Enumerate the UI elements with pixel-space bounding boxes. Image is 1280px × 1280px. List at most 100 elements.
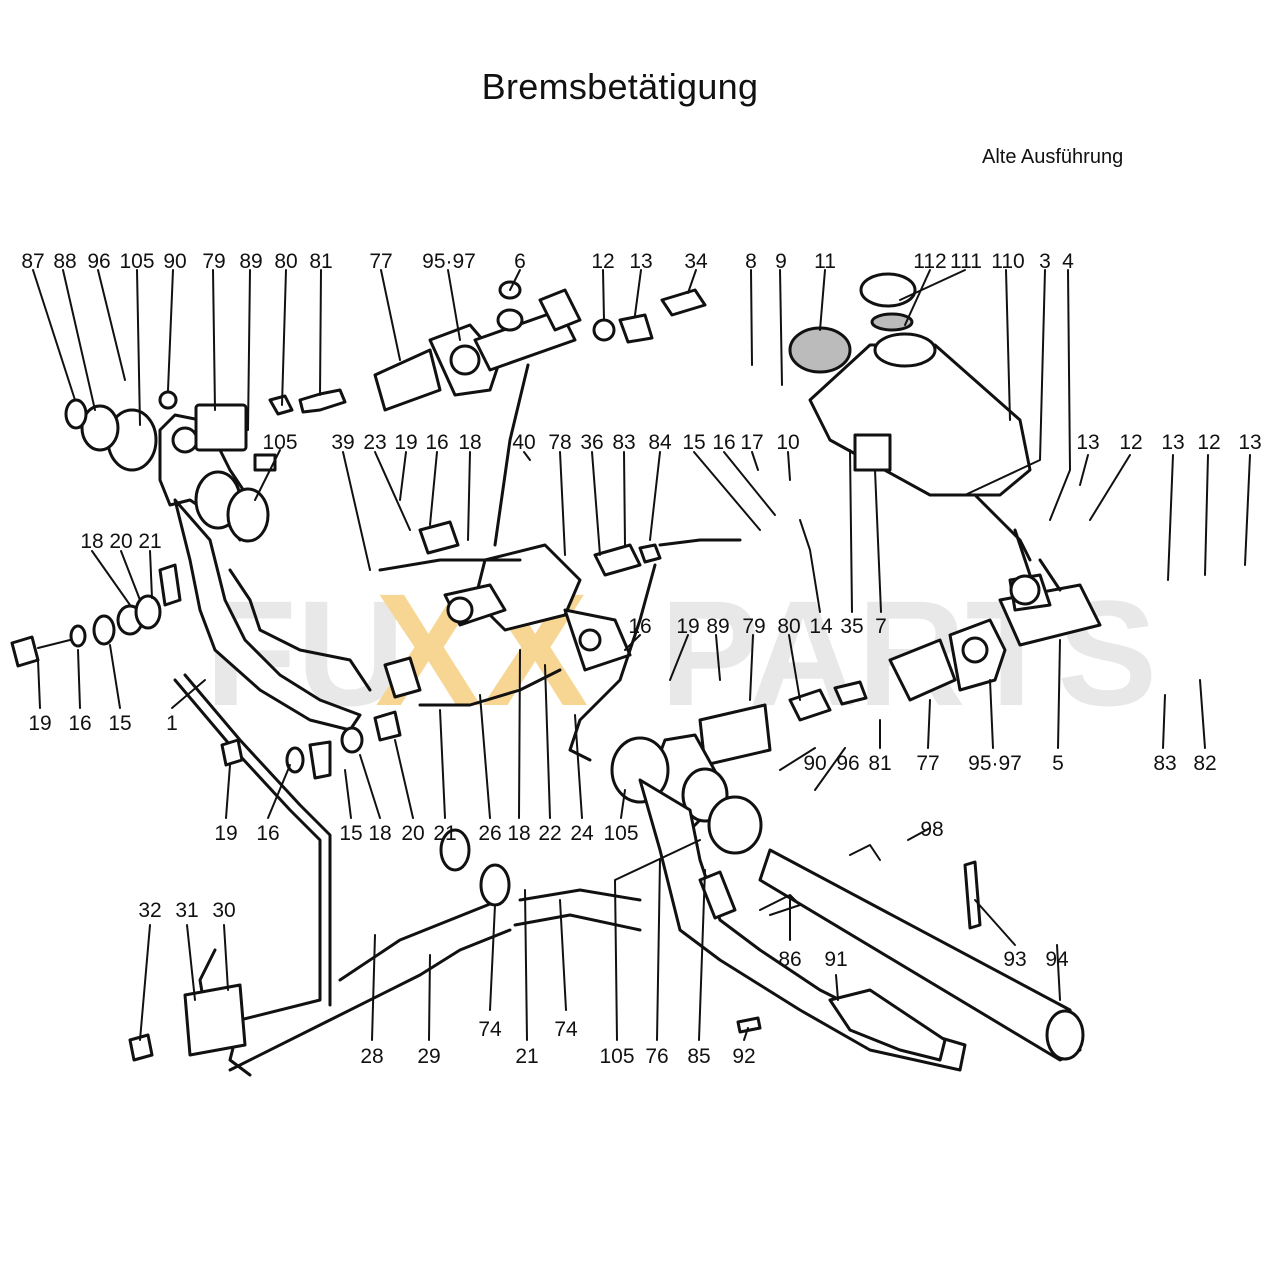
callout-19-mid: 19	[394, 431, 417, 454]
callout-105-low: 105	[603, 822, 638, 845]
callout-19-center: 19	[676, 615, 699, 638]
callout-18-low-b: 18	[507, 822, 530, 845]
callout-90-right: 90	[803, 752, 826, 775]
callout-87: 87	[21, 250, 44, 273]
callout-89-center: 89	[706, 615, 729, 638]
callout-96: 96	[87, 250, 110, 273]
callout-94: 94	[1045, 948, 1069, 971]
callout-83-right: 83	[1153, 752, 1176, 775]
callout-19-low: 19	[214, 822, 237, 845]
callout-12-right-b: 12	[1197, 431, 1220, 454]
callout-96-right: 96	[836, 752, 859, 775]
callout-12: 12	[591, 250, 614, 273]
leader-lines	[32, 269, 1251, 1041]
callout-76: 76	[645, 1045, 668, 1068]
callout-16-mid: 16	[425, 431, 448, 454]
fluid-reservoir	[788, 272, 1032, 562]
callout-98: 98	[920, 818, 943, 841]
callout-83-mid: 83	[612, 431, 635, 454]
callout-7: 7	[875, 615, 887, 638]
callout-15-mid: 15	[682, 431, 705, 454]
callout-13: 13	[629, 250, 652, 273]
callout-91: 91	[824, 948, 847, 971]
callout-13-right-c: 13	[1238, 431, 1261, 454]
page-title: Bremsbetätigung	[481, 66, 759, 107]
distributor-block	[418, 520, 662, 672]
callout-77-right: 77	[916, 752, 939, 775]
callout-32: 32	[138, 899, 161, 922]
callout-20-left: 20	[109, 530, 132, 553]
callout-39: 39	[331, 431, 354, 454]
callout-10: 10	[776, 431, 799, 454]
callout-34: 34	[684, 250, 708, 273]
callout-80: 80	[274, 250, 297, 273]
callout-84: 84	[648, 431, 672, 454]
callout-11: 11	[814, 250, 836, 273]
callout-111: 111	[950, 250, 982, 273]
callout-92: 92	[732, 1045, 755, 1068]
callout-21-left: 21	[138, 530, 161, 553]
brake-pipes	[173, 538, 742, 1077]
callout-81-right: 81	[868, 752, 891, 775]
callout-labels: 87 88 96 105 90 79 89 80 81 77 95·97 6 1…	[21, 250, 1261, 1068]
callout-93: 93	[1003, 948, 1026, 971]
callout-86: 86	[778, 948, 801, 971]
callout-29: 29	[417, 1045, 440, 1068]
callout-15-low: 15	[339, 822, 362, 845]
callout-77: 77	[369, 250, 392, 273]
callout-18-mid: 18	[458, 431, 481, 454]
callout-16-center: 16	[628, 615, 651, 638]
callout-81: 81	[309, 250, 332, 273]
callout-5: 5	[1052, 752, 1064, 775]
callout-40: 40	[512, 431, 535, 454]
callout-16-mid-b: 16	[712, 431, 735, 454]
right-pedal-assembly	[610, 733, 1085, 1072]
callout-24: 24	[570, 822, 594, 845]
callout-31: 31	[175, 899, 198, 922]
callout-16-left-b: 16	[68, 712, 91, 735]
callout-19-left-b: 19	[28, 712, 51, 735]
callout-105-bottom: 105	[599, 1045, 634, 1068]
callout-95-97-right: 95·97	[968, 752, 1022, 775]
callout-89: 89	[239, 250, 262, 273]
callout-22: 22	[538, 822, 561, 845]
callout-85: 85	[687, 1045, 710, 1068]
callout-16-low: 16	[256, 822, 279, 845]
upper-master-cylinder	[373, 280, 707, 547]
callout-79-center: 79	[742, 615, 765, 638]
callout-74-a: 74	[478, 1018, 502, 1041]
callout-21-bottom: 21	[515, 1045, 538, 1068]
callout-18-low: 18	[368, 822, 391, 845]
callout-110: 110	[991, 250, 1024, 273]
callout-28: 28	[360, 1045, 383, 1068]
callout-12-right-a: 12	[1119, 431, 1142, 454]
callout-4: 4	[1062, 250, 1074, 273]
callout-13-right-a: 13	[1076, 431, 1099, 454]
callout-79: 79	[202, 250, 225, 273]
callout-3: 3	[1039, 250, 1051, 273]
callout-21-low: 21	[433, 822, 456, 845]
callout-13-right-b: 13	[1161, 431, 1184, 454]
right-master-cylinder	[698, 528, 1102, 767]
callout-30: 30	[212, 899, 235, 922]
callout-36: 36	[580, 431, 603, 454]
callout-23: 23	[363, 431, 386, 454]
callout-8: 8	[745, 250, 757, 273]
left-pedal-bracket	[64, 388, 362, 732]
callout-105: 105	[119, 250, 154, 273]
callout-1: 1	[166, 712, 178, 735]
callout-74-b: 74	[554, 1018, 578, 1041]
callout-6: 6	[514, 250, 526, 273]
callout-35: 35	[840, 615, 863, 638]
callout-14: 14	[809, 615, 833, 638]
callout-20-low: 20	[401, 822, 424, 845]
callout-80-center: 80	[777, 615, 800, 638]
callout-26: 26	[478, 822, 501, 845]
callout-15-left-b: 15	[108, 712, 131, 735]
callout-105-mid: 105	[262, 431, 297, 454]
callout-95-97: 95·97	[422, 250, 476, 273]
callout-112: 112	[913, 250, 946, 273]
callout-82: 82	[1193, 752, 1216, 775]
left-fittings	[10, 563, 511, 1062]
